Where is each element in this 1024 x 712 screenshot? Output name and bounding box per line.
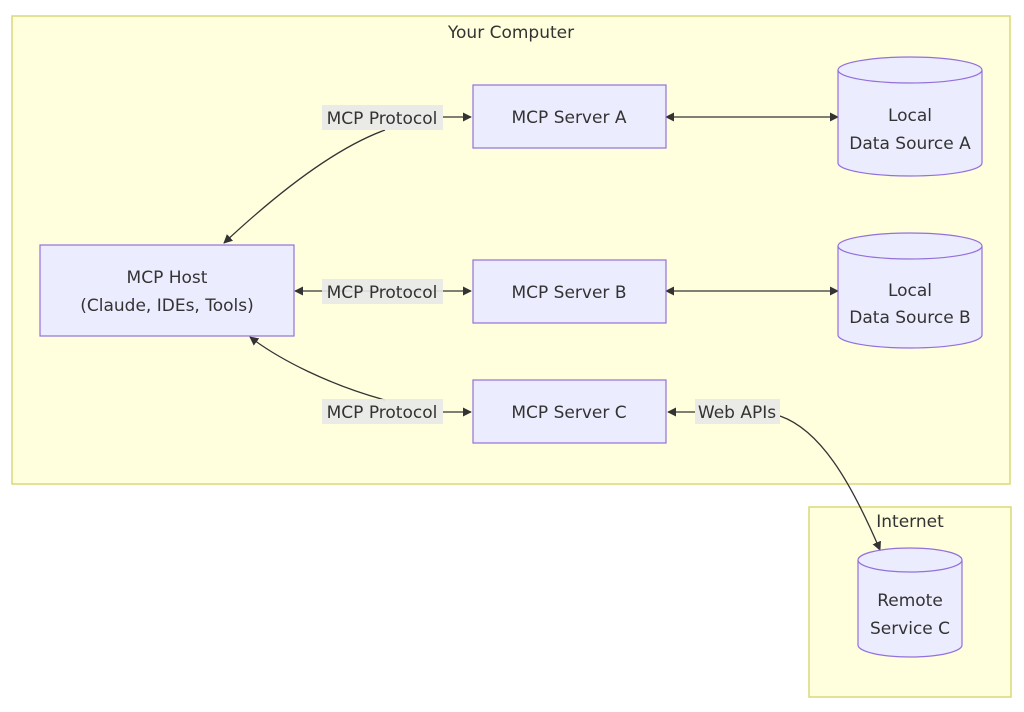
node-mcp-host-line1: MCP Host (127, 268, 208, 288)
node-remote-service-c-line2: Service C (870, 619, 950, 639)
edge-host-server-a-curve (223, 129, 386, 244)
edge-label-protocol-a-text: MCP Protocol (327, 109, 438, 129)
edge-label-protocol-b: MCP Protocol (322, 279, 443, 304)
edge-host-server-c-curve (249, 336, 386, 401)
edge-label-web-apis-text: Web APIs (698, 403, 776, 423)
node-mcp-server-c-label: MCP Server C (511, 403, 626, 423)
node-local-data-source-a-line2: Data Source A (849, 134, 971, 154)
node-mcp-host[interactable]: MCP Host (Claude, IDEs, Tools) (39, 244, 295, 337)
cluster-internet: Internet (808, 506, 1012, 698)
node-local-data-source-b[interactable]: Local Data Source B (837, 232, 983, 349)
node-local-data-source-b-line2: Data Source B (849, 308, 970, 328)
node-mcp-host-line2: (Claude, IDEs, Tools) (80, 296, 254, 316)
edge-label-protocol-a: MCP Protocol (322, 105, 443, 130)
node-local-data-source-a-line1: Local (888, 106, 932, 126)
node-local-data-source-b-line1: Local (888, 281, 932, 301)
edge-label-protocol-c-text: MCP Protocol (327, 403, 438, 423)
node-mcp-server-b[interactable]: MCP Server B (472, 259, 667, 324)
edge-label-protocol-c: MCP Protocol (322, 399, 443, 424)
node-mcp-server-a-label: MCP Server A (512, 108, 627, 128)
edge-label-protocol-b-text: MCP Protocol (327, 283, 438, 303)
node-local-data-source-a[interactable]: Local Data Source A (837, 56, 983, 177)
cluster-internet-label: Internet (876, 512, 944, 532)
edge-web-apis-remote-c (779, 415, 881, 551)
node-mcp-server-a[interactable]: MCP Server A (472, 84, 667, 149)
node-mcp-server-b-label: MCP Server B (511, 283, 626, 303)
edge-label-web-apis: Web APIs (695, 399, 780, 424)
node-remote-service-c-line1: Remote (877, 591, 943, 611)
node-mcp-server-c[interactable]: MCP Server C (472, 379, 667, 444)
cluster-your-computer-label: Your Computer (447, 23, 574, 43)
node-remote-service-c[interactable]: Remote Service C (857, 547, 963, 658)
